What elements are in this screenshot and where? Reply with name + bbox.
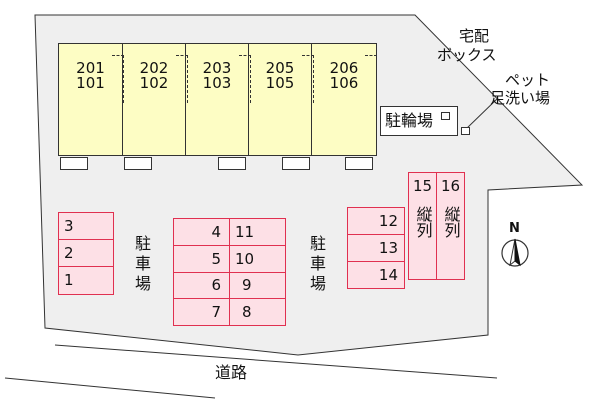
delivery-box-icon: [441, 112, 450, 120]
unit-number-upper: 205: [265, 59, 295, 77]
partition-line: [112, 55, 124, 103]
partition-line: [365, 55, 377, 103]
parking-space-15: 15 縦列: [408, 172, 437, 280]
pet-wash-leader: [464, 97, 499, 131]
parking-space-3: 3: [58, 212, 114, 240]
space-number: 11: [235, 222, 255, 241]
delivery-box-label-line2: ボックス: [437, 46, 497, 64]
space-number: 2: [64, 243, 74, 262]
unit-number-upper: 201: [76, 59, 105, 77]
parking-space-12: 12: [347, 207, 405, 235]
unit-206-106: 206 106: [311, 43, 377, 156]
unit-number-lower: 103: [202, 74, 232, 92]
space-number: 9: [242, 276, 252, 294]
parking-space-2: 2: [58, 239, 114, 267]
unit-201-101: 201 101: [58, 43, 123, 156]
parking-space-11: 11: [229, 218, 286, 246]
space-number: 7: [211, 302, 221, 321]
space-number: 10: [235, 249, 255, 268]
partition-line: [176, 55, 188, 103]
parking-label-char: 車: [134, 254, 151, 273]
parking-space-14: 14: [347, 261, 405, 289]
parking-space-8: 8: [229, 298, 286, 326]
entrance-step: [345, 157, 373, 170]
parking-label-char: 駐: [134, 234, 151, 253]
entrance-step: [60, 157, 88, 170]
partition-line: [302, 55, 314, 103]
space-number: 16: [440, 177, 461, 195]
space-number: 8: [242, 302, 252, 321]
parking-label-char: 駐: [309, 234, 326, 253]
space-number: 6: [211, 276, 221, 294]
unit-205-105: 205 105: [248, 43, 312, 156]
compass-north-label: N: [509, 221, 520, 236]
unit-number-lower: 102: [139, 74, 169, 92]
parking-label-right: 駐 車 場: [308, 234, 328, 294]
unit-number-lower: 101: [76, 74, 105, 92]
road-edge-upper: [54, 344, 498, 379]
space-number: 12: [378, 211, 398, 230]
unit-number-lower: 106: [329, 74, 359, 92]
parking-space-13: 13: [347, 234, 405, 262]
space-number: 4: [211, 222, 221, 241]
pet-wash-label-line1: ペット: [505, 71, 551, 89]
delivery-box-label-line1: 宅配: [459, 27, 490, 45]
space-type-label: 縦列: [413, 206, 433, 238]
entrance-step: [218, 157, 246, 170]
pet-wash-icon: [461, 127, 470, 135]
parking-space-9: 9: [229, 272, 286, 299]
parking-label-char: 場: [134, 274, 151, 293]
parking-label-char: 車: [309, 254, 326, 273]
space-number: 13: [378, 238, 398, 257]
space-number: 15: [412, 177, 433, 195]
parking-space-10: 10: [229, 245, 286, 273]
parking-space-5: 5: [173, 245, 230, 273]
entrance-step: [282, 157, 310, 170]
road-edge-lower: [4, 377, 216, 399]
parking-label-left: 駐 車 場: [133, 234, 153, 294]
unit-number-upper: 202: [139, 59, 169, 77]
unit-202-102: 202 102: [122, 43, 186, 156]
space-number: 3: [64, 216, 74, 235]
pet-wash-label-line2: 足洗い場: [490, 89, 551, 107]
bike-parking: 駐輪場: [380, 106, 458, 136]
partition-line: [239, 55, 251, 103]
space-number: 1: [64, 271, 74, 289]
parking-space-4: 4: [173, 218, 230, 246]
unit-number-upper: 206: [329, 59, 359, 77]
space-number: 14: [378, 265, 398, 284]
unit-number-lower: 105: [265, 74, 295, 92]
parking-space-1: 1: [58, 266, 114, 295]
entrance-step: [124, 157, 152, 170]
parking-label-char: 場: [309, 274, 326, 293]
parking-space-7: 7: [173, 298, 230, 326]
road-label: 道路: [215, 363, 248, 382]
compass-icon: [501, 238, 529, 267]
space-type-label: 縦列: [441, 206, 461, 238]
parking-space-16: 16 縦列: [436, 172, 465, 280]
compass: N: [500, 222, 530, 272]
parking-space-6: 6: [173, 272, 230, 299]
space-number: 5: [211, 249, 221, 268]
unit-number-upper: 203: [202, 59, 232, 77]
